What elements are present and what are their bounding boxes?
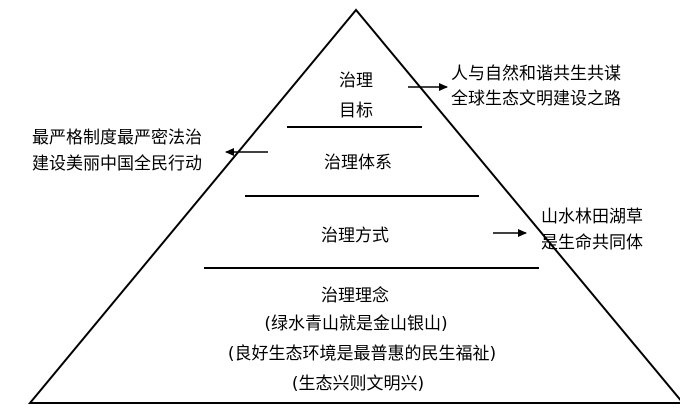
level-method-line-1: 治理方式: [321, 226, 389, 246]
system-annotation-line-2: 建设美丽中国全民行动: [32, 154, 202, 174]
method-annotation-line-1: 山水林田湖草: [541, 207, 643, 227]
level-system-line-1: 治理体系: [324, 153, 392, 173]
level-goal-line-2: 目标: [339, 101, 373, 121]
level-philosophy-line-4: (生态兴则文明兴): [292, 374, 424, 394]
goal-annotation: 人与自然和谐共生共谋 全球生态文明建设之路: [451, 64, 621, 109]
method-annotation-line-2: 是生命共同体: [541, 233, 643, 253]
level-method-label: 治理方式: [321, 226, 389, 246]
pyramid-outline: [27, 8, 680, 404]
level-system-label: 治理体系: [324, 153, 392, 173]
system-annotation: 最严格制度最严密法治 建设美丽中国全民行动: [32, 128, 202, 174]
goal-annotation-line-1: 人与自然和谐共生共谋: [451, 64, 621, 84]
level-philosophy-line-2: (绿水青山就是金山银山): [264, 314, 447, 334]
level-goal-label: 治理 目标: [339, 71, 373, 121]
level-goal-line-1: 治理: [339, 71, 373, 91]
level-philosophy-line-3: (良好生态环境是最普惠的民生福祉): [228, 344, 496, 364]
method-annotation: 山水林田湖草 是生命共同体: [541, 207, 643, 253]
level-philosophy-line-1: 治理理念: [321, 285, 389, 306]
level-philosophy-label: 治理理念 (绿水青山就是金山银山) (良好生态环境是最普惠的民生福祉) (生态兴…: [228, 285, 496, 394]
goal-annotation-line-2: 全球生态文明建设之路: [451, 89, 621, 109]
system-annotation-line-1: 最严格制度最严密法治: [32, 128, 202, 148]
